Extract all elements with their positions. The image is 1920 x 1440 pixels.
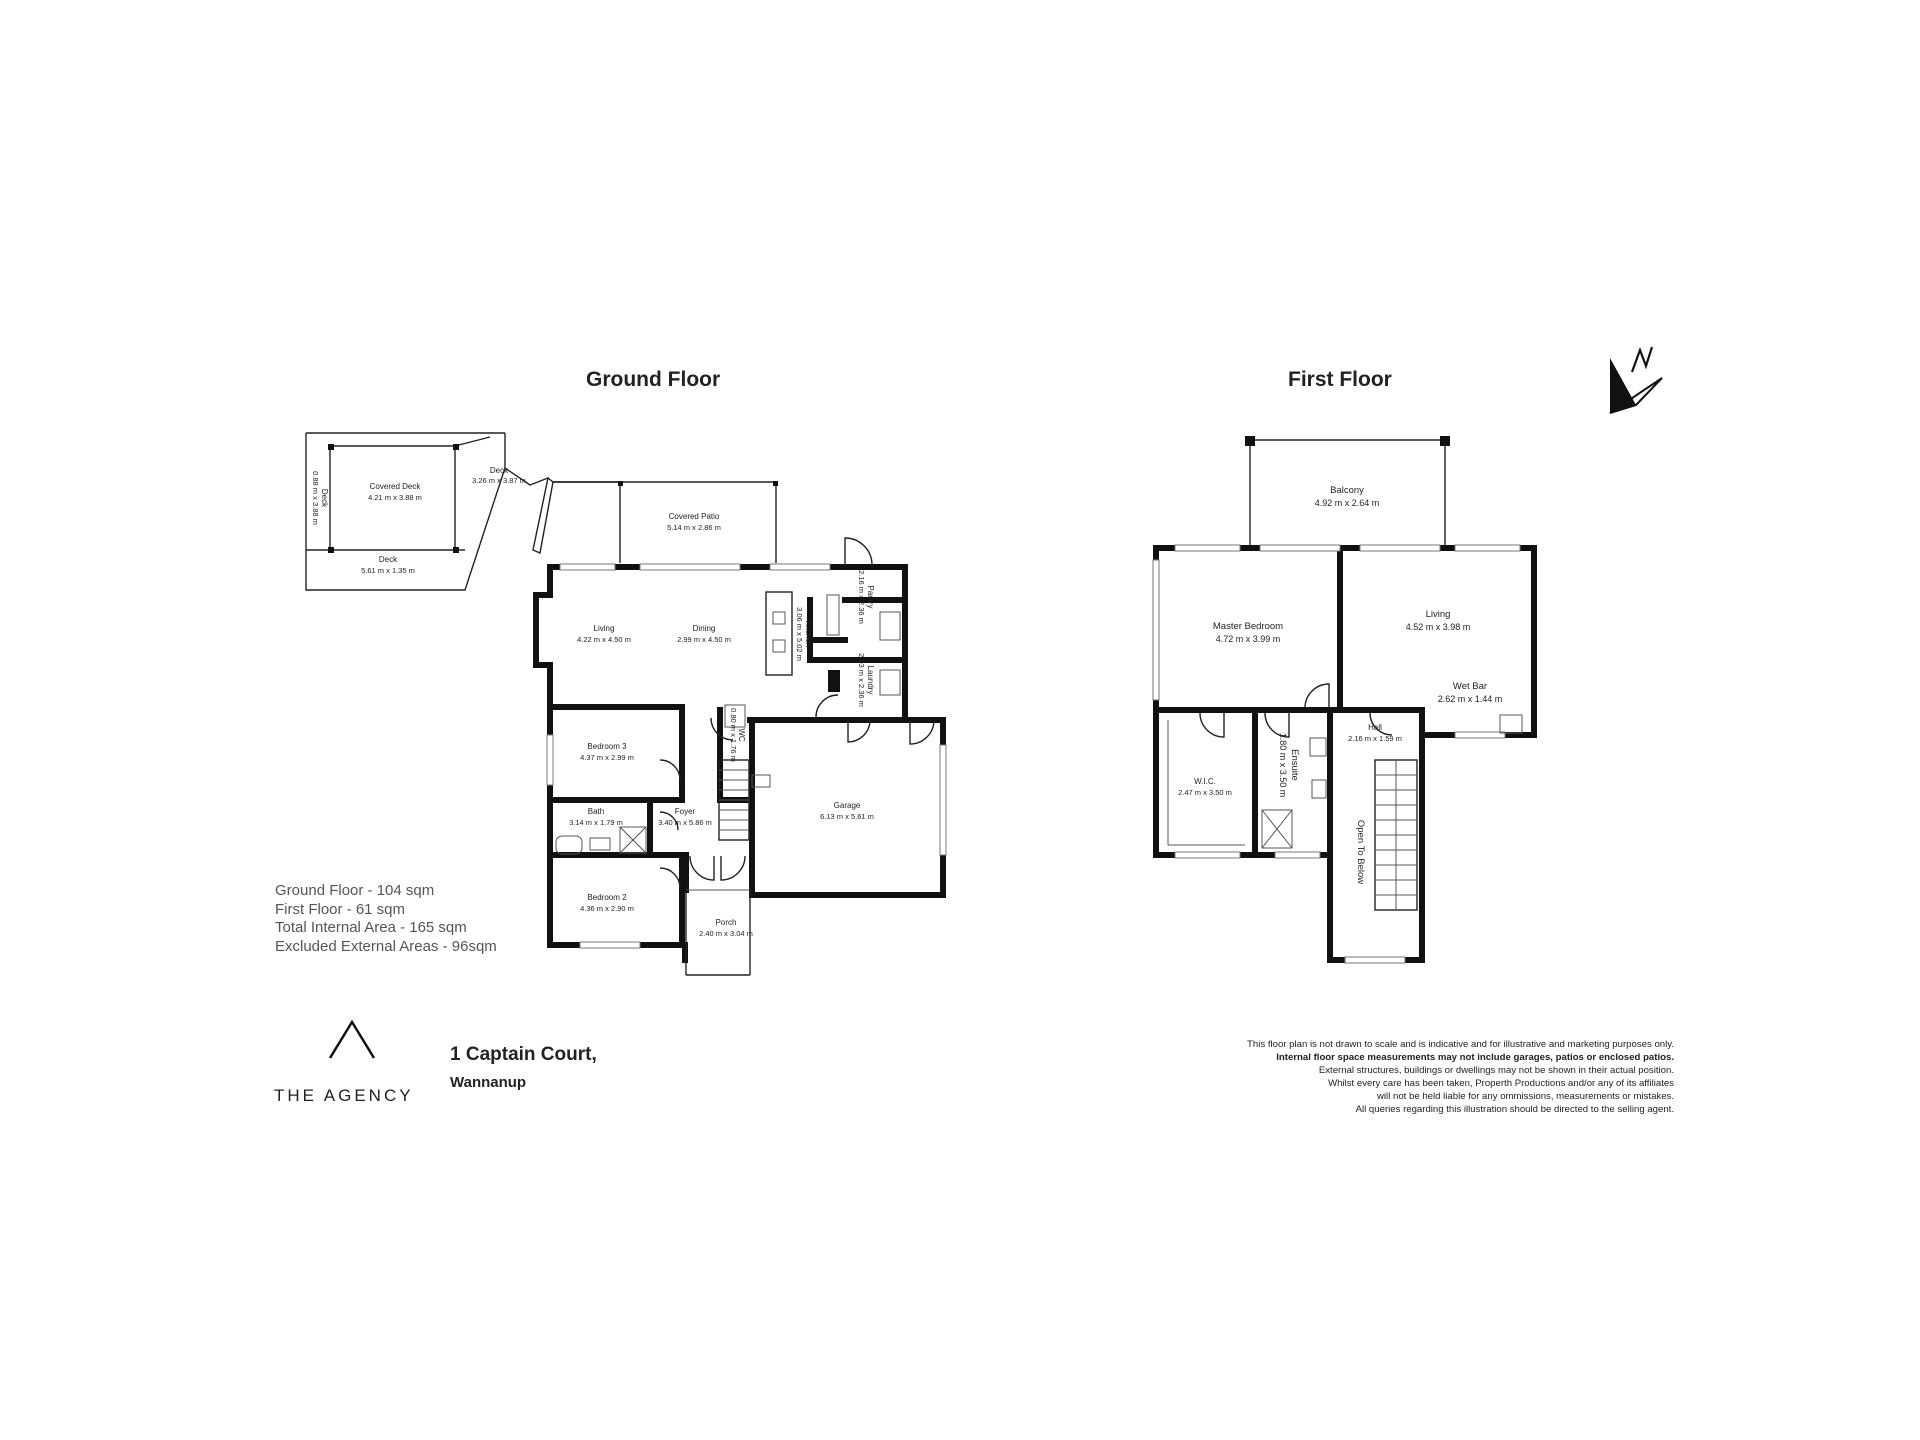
dim-hall: 2.16 m x 1.59 m [1348,734,1402,743]
ground-stairs [718,759,750,841]
label-open-to-below: Open To Below [1355,820,1366,884]
dim-living: 4.22 m x 4.50 m [577,635,631,644]
ground-floor-plan: Covered Deck 4.21 m x 3.88 m Deck 3.26 m… [305,432,947,976]
dim-covered-patio: 5.14 m x 2.86 m [667,523,721,532]
patio-post [773,481,778,486]
disclaimer-line: Whilst every care has been taken, Proper… [1328,1078,1674,1089]
bathtub [555,835,583,855]
first-labels: Balcony 4.92 m x 2.64 m Master Bedroom 4… [1178,485,1502,884]
dim-wet-bar: 2.62 m x 1.44 m [1438,694,1503,704]
disclaimer: This floor plan is not drawn to scale an… [1114,1038,1674,1116]
label-foyer: Foyer [675,807,696,816]
label-covered-patio: Covered Patio [669,512,720,521]
label-bedroom3: Bedroom 3 [587,742,627,751]
kitchen-fridge-block [828,670,840,692]
area-excluded: Excluded External Areas - 96sqm [275,937,497,955]
area-summary: Ground Floor - 104 sqm First Floor - 61 … [275,882,497,956]
dim-first-living: 4.52 m x 3.98 m [1406,622,1471,632]
dim-master-bedroom: 4.72 m x 3.99 m [1216,634,1281,644]
ground-doors [659,537,935,889]
first-walls [1153,545,1537,963]
dim-porch: 2.40 m x 3.04 m [699,929,753,938]
label-dining: Dining [693,624,716,633]
label-deck-b: Deck [379,555,398,564]
patio-post [618,481,623,486]
balcony-post [1245,436,1255,446]
dim-dining: 2.99 m x 4.50 m [677,635,731,644]
area-ground: Ground Floor - 104 sqm [275,882,435,899]
ground-labels: Covered Deck 4.21 m x 3.88 m Deck 3.26 m… [311,466,875,938]
dim-balcony: 4.92 m x 2.64 m [1315,498,1380,508]
balcony-structure [1245,436,1450,548]
first-floor-title: First Floor [1288,368,1392,391]
agency-logo-icon [328,1019,376,1059]
dim-deck-c: 0.88 m x 3.88 m [311,471,320,525]
disclaimer-line: This floor plan is not drawn to scale an… [1247,1039,1674,1050]
dim-ensuite: 1.80 m x 3.50 m [1278,733,1288,798]
label-wet-bar: Wet Bar [1453,681,1487,692]
dim-foyer: 3.40 m x 5.86 m [658,818,712,827]
first-stairs [1374,759,1418,911]
label-master-bedroom: Master Bedroom [1213,621,1283,632]
label-garage: Garage [834,801,861,810]
label-laundry: Laundry [866,666,875,695]
label-ensuite: Ensuite [1289,749,1300,781]
dim-bedroom3: 4.37 m x 2.99 m [580,753,634,762]
address-line1: 1 Captain Court, [450,1044,597,1065]
deck-post [453,444,459,450]
label-pantry: Pantry [866,585,875,608]
first-floor-plan: Balcony 4.92 m x 2.64 m Master Bedroom 4… [1152,436,1537,964]
area-first: First Floor - 61 sqm [275,900,406,918]
disclaimer-line: External structures, buildings or dwelli… [1318,1065,1674,1076]
dim-wc: 0.80 m x 1.76 m [729,708,738,762]
disclaimer-line: Internal floor space measurements may no… [1276,1052,1674,1063]
label-kitchen: Kitchen [804,621,813,648]
dim-laundry: 2.03 m x 2.36 m [857,653,866,707]
disclaimer-line: will not be held liable for any ommissio… [1377,1091,1674,1102]
deck-post [453,547,459,553]
dim-deck-b: 5.61 m x 1.35 m [361,566,415,575]
label-hall: Hall [1368,723,1382,732]
deck-post [328,444,334,450]
first-doors [1199,683,1393,738]
dim-bath: 3.14 m x 1.79 m [569,818,623,827]
address-line2: Wannanup [450,1074,527,1091]
dim-covered-deck: 4.21 m x 3.88 m [368,493,422,502]
ground-floor-title: Ground Floor [586,368,721,391]
label-deck-a: Deck [490,466,509,475]
kitchen-island [765,591,793,676]
area-total: Total Internal Area - 165 sqm [275,919,467,936]
ground-fixtures [555,591,901,855]
label-porch: Porch [716,918,737,927]
deck-structures [305,432,778,591]
dim-kitchen: 3.06 m x 5.02 m [795,607,804,661]
label-bath: Bath [588,807,604,816]
dim-wic: 2.47 m x 3.50 m [1178,788,1232,797]
dim-pantry: 2.16 m x 2.36 m [857,570,866,624]
first-fixtures [1167,714,1523,911]
dim-garage: 6.13 m x 5.61 m [820,812,874,821]
label-first-living: Living [1426,609,1451,620]
dim-deck-a: 3.26 m x 3.87 m [472,476,526,485]
label-wic: W.I.C. [1194,777,1216,786]
label-balcony: Balcony [1330,485,1364,496]
disclaimer-line: All queries regarding this illustration … [1355,1104,1674,1115]
deck-post [328,547,334,553]
ground-windows [546,563,947,949]
label-living: Living [594,624,615,633]
label-wc: WC [737,728,746,742]
brand-name: THE AGENCY [274,1086,414,1105]
north-arrow-icon [1609,346,1663,414]
label-deck-c: Deck [320,489,329,508]
first-windows [1152,544,1521,964]
label-bedroom2: Bedroom 2 [587,893,627,902]
label-covered-deck: Covered Deck [370,482,422,491]
balcony-post [1440,436,1450,446]
dim-bedroom2: 4.36 m x 2.90 m [580,904,634,913]
